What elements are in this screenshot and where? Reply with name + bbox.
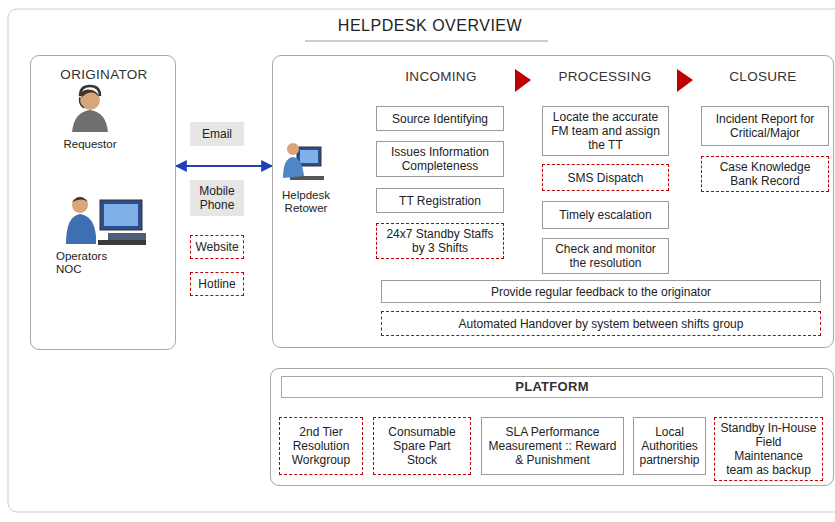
box-label: Email [202, 127, 232, 141]
platform-box: Consumable Spare Part Stock [373, 417, 471, 475]
process-box: Check and monitor the resolution [542, 238, 669, 274]
feedback-bar: Automated Handover by system between shi… [381, 311, 821, 336]
platform-box: SLA Performance Measurement :: Reward & … [481, 417, 624, 475]
process-box: Source Identifying [376, 106, 504, 131]
panel-heading: PLATFORM [281, 376, 823, 398]
box-label: SLA Performance Measurement :: Reward & … [487, 425, 618, 467]
icon-caption: Operators NOC [56, 250, 116, 276]
box-label: 24x7 Standby Staffs by 3 Shifts [382, 227, 498, 255]
box-label: Consumable Spare Part Stock [379, 425, 465, 467]
box-label: Source Identifying [392, 112, 488, 126]
box-label: Check and monitor the resolution [548, 242, 663, 270]
originator-panel: ORIGINATOR [30, 55, 176, 350]
process-box: Issues Information Completeness [376, 141, 504, 177]
panel-heading: PROCESSING [540, 70, 670, 84]
panel-heading: ORIGINATOR [31, 68, 177, 82]
process-box: 24x7 Standby Staffs by 3 Shifts [376, 223, 504, 259]
requestor-icon [72, 86, 108, 132]
process-box: Case Knowledge Bank Record [701, 156, 829, 192]
process-box: Timely escalation [542, 201, 669, 229]
diagram-title: HELPDESK OVERVIEW [0, 17, 835, 35]
box-label: TT Registration [399, 194, 481, 208]
channel-arrow [176, 165, 272, 167]
helpdesk-icon [283, 143, 324, 180]
process-box: SMS Dispatch [542, 164, 669, 191]
panel-heading: CLOSURE [698, 70, 828, 84]
platform-box: Standby In-House Field Maintenance team … [714, 417, 823, 481]
box-label: Standby In-House Field Maintenance team … [720, 421, 817, 477]
helpdesk-panel: Source IdentifyingIssues Information Com… [272, 55, 834, 348]
box-label: Provide regular feedback to the originat… [491, 285, 711, 299]
box-label: Case Knowledge Bank Record [707, 160, 823, 188]
box-label: Hotline [198, 277, 235, 291]
channel-box: Website [190, 235, 244, 259]
box-label: Locate the accurate FM team and assign t… [548, 110, 663, 152]
platform-box: 2nd Tier Resolution Workgroup [279, 417, 363, 475]
channel-box: Mobile Phone [190, 180, 244, 216]
box-label: Local Authorities partnership [639, 425, 700, 467]
channel-box: Hotline [190, 272, 244, 296]
box-label: Issues Information Completeness [382, 145, 498, 173]
process-box: Locate the accurate FM team and assign t… [542, 106, 669, 156]
icon-caption: Helpdesk Retower [277, 189, 335, 215]
box-label: Mobile Phone [195, 184, 239, 212]
process-box: Incident Report for Critical/Major [701, 106, 829, 146]
platform-panel: 2nd Tier Resolution Workgroup Consumable … [270, 368, 834, 486]
flow-triangle [677, 69, 693, 92]
box-label: 2nd Tier Resolution Workgroup [285, 425, 357, 467]
outer-frame [8, 9, 835, 512]
flow-triangle [515, 69, 531, 92]
box-label: Automated Handover by system between shi… [459, 317, 744, 331]
platform-box: Local Authorities partnership [633, 417, 706, 475]
box-label: Incident Report for Critical/Major [707, 112, 823, 140]
process-box: TT Registration [376, 188, 504, 213]
feedback-bar: Provide regular feedback to the originat… [381, 280, 821, 303]
operator-icon [66, 197, 146, 245]
box-label: Timely escalation [559, 208, 651, 222]
box-label: SMS Dispatch [567, 171, 643, 185]
channel-box: Email [190, 122, 244, 146]
panel-heading: INCOMING [376, 70, 506, 84]
icon-caption: Requestor [50, 138, 130, 151]
title-rule [305, 41, 548, 42]
box-label: Website [195, 240, 238, 254]
